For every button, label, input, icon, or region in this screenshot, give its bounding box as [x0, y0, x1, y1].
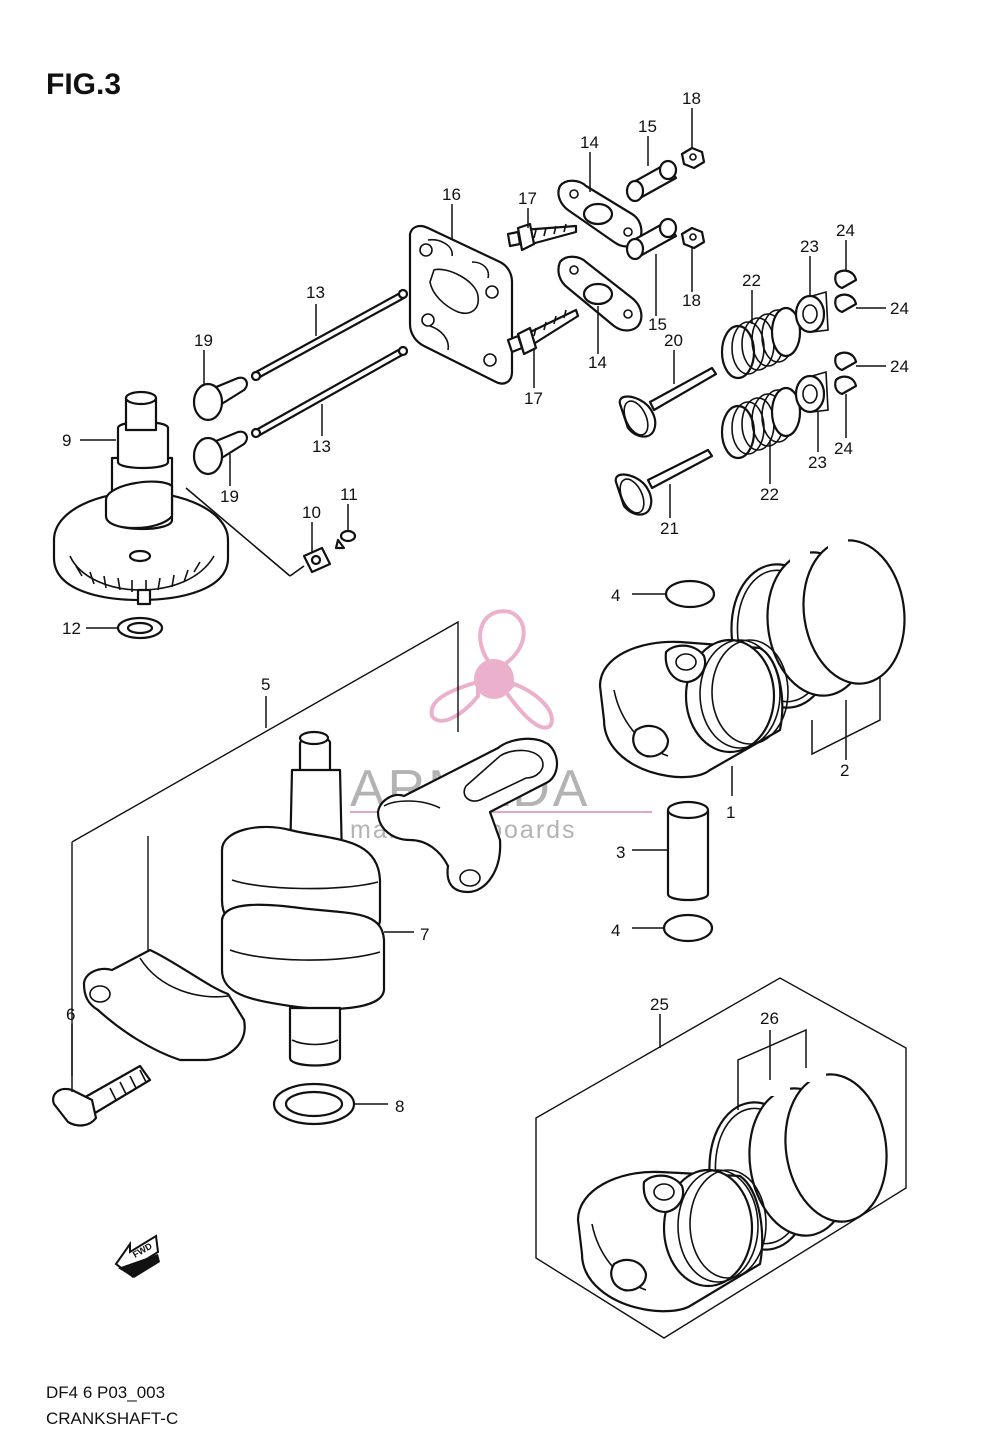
tappet-upper [192, 376, 248, 422]
callout-6: 6 [66, 1005, 75, 1024]
callout-8: 8 [395, 1097, 404, 1116]
thrust-washer [116, 616, 164, 640]
crankshaft-washer [272, 1082, 356, 1126]
pivot-lower [625, 217, 678, 261]
callout-12: 12 [62, 619, 81, 638]
section-name: CRANKSHAFT-C [46, 1409, 178, 1428]
piston-pin [666, 800, 710, 902]
valve-spring-lower [720, 386, 802, 460]
callout-17-lower: 17 [524, 389, 543, 408]
callout-25: 25 [650, 995, 669, 1014]
rocker-stud-lower [506, 308, 580, 356]
nut-lower [680, 226, 706, 250]
callout-15-lower: 15 [648, 315, 667, 334]
figure-title: FIG.3 [46, 68, 121, 101]
exhaust-valve [614, 448, 714, 516]
callout-26: 26 [760, 1009, 779, 1028]
callout-22-lower: 22 [760, 485, 779, 504]
callout-1: 1 [726, 803, 735, 822]
rocker-arm-lower [557, 255, 643, 332]
callout-22-upper: 22 [742, 271, 761, 290]
callout-24-a: 24 [836, 221, 855, 240]
callout-13-upper: 13 [306, 283, 325, 302]
callout-18-lower: 18 [682, 291, 701, 310]
callout-3: 3 [616, 843, 625, 862]
valve-cotter-4 [834, 375, 858, 396]
callout-23-upper: 23 [800, 237, 819, 256]
piston-pin-clip-upper [664, 579, 716, 609]
callout-19-lower: 19 [220, 487, 239, 506]
callout-14-lower: 14 [588, 353, 607, 372]
callout-5: 5 [261, 675, 270, 694]
fwd-arrow-icon: FWD [114, 1234, 160, 1278]
valve-cotter-1 [834, 269, 858, 290]
callout-17-upper: 17 [518, 189, 537, 208]
bearing-cap [82, 948, 246, 1062]
rocker-arm-upper [557, 179, 643, 248]
nut-upper [680, 146, 706, 170]
callout-24-d: 24 [834, 439, 853, 458]
camshaft-gear [52, 390, 230, 606]
tappet-lower [192, 430, 248, 476]
spring-retainer-upper [794, 290, 829, 334]
oversize-piston-frame [535, 977, 907, 1339]
connecting-rod [376, 737, 559, 894]
callout-9: 9 [62, 431, 71, 450]
small-screw [334, 529, 357, 550]
callout-18-upper: 18 [682, 89, 701, 108]
cap-bolt [52, 1064, 152, 1127]
crankshaft [220, 730, 386, 1067]
callout-labels: 1 2 3 4 4 5 6 7 8 9 10 11 12 13 13 14 14… [62, 89, 909, 1116]
piston [598, 638, 789, 779]
callout-2: 2 [840, 761, 849, 780]
callout-23-lower: 23 [808, 453, 827, 472]
retainer-clip [302, 546, 332, 574]
piston-pin-clip-lower [662, 913, 714, 943]
callout-21: 21 [660, 519, 679, 538]
rocker-stud-upper [506, 222, 578, 252]
callout-15-upper: 15 [638, 117, 657, 136]
callout-16: 16 [442, 185, 461, 204]
callout-24-b: 24 [890, 299, 909, 318]
push-rod-upper [250, 288, 409, 382]
callout-7: 7 [420, 925, 429, 944]
callout-11: 11 [340, 485, 358, 504]
gasket-plate [408, 224, 514, 385]
spring-retainer-lower [794, 370, 829, 414]
callout-10: 10 [302, 503, 321, 522]
callout-4-lower: 4 [611, 921, 620, 940]
valve-spring-upper [720, 306, 802, 380]
callout-19-upper: 19 [194, 331, 213, 350]
valve-cotter-2 [834, 293, 858, 314]
callout-13-lower: 13 [312, 437, 331, 456]
armada-logo-icon [429, 609, 554, 730]
oversize-piston [576, 1168, 767, 1313]
push-rod-lower [250, 345, 409, 439]
valve-cotter-3 [834, 351, 858, 372]
callout-24-c: 24 [890, 357, 909, 376]
callout-4-upper: 4 [611, 586, 620, 605]
leader-lines [71, 108, 886, 1110]
callout-14-upper: 14 [580, 133, 599, 152]
intake-valve [618, 366, 718, 438]
pivot-upper [625, 159, 678, 203]
oversize-piston-rings [708, 1068, 888, 1251]
model-code: DF4 6 P03_003 [46, 1383, 165, 1402]
callout-20: 20 [664, 331, 683, 350]
